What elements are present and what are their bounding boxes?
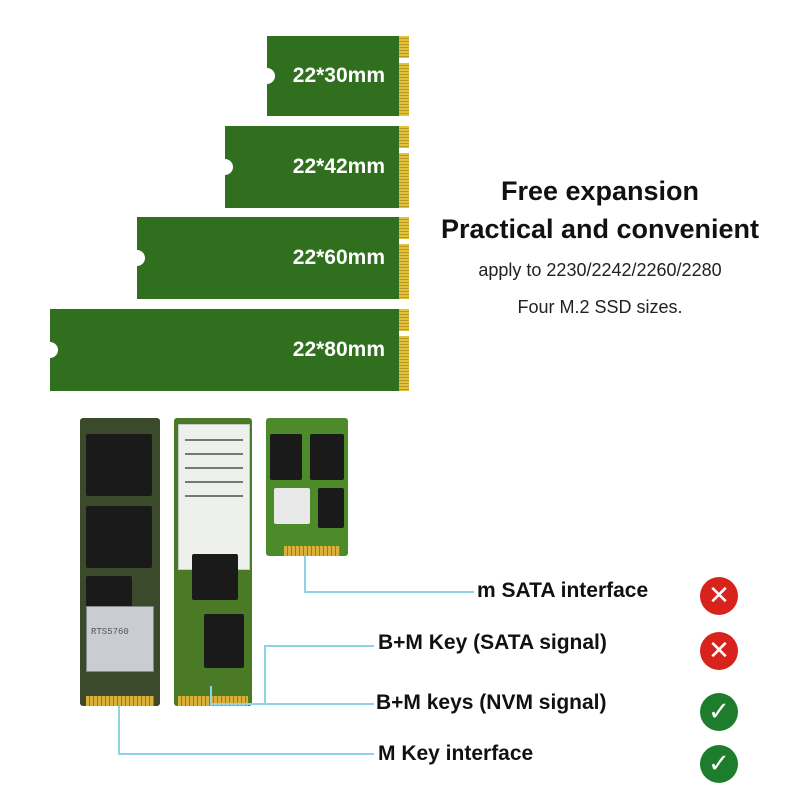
controller-chip [192,554,238,600]
mounting-notch [129,250,145,266]
size-card-2242: 22*42mm [217,126,409,208]
callout-line-bm-sata [264,645,374,647]
interface-label-bm-nvm: B+M keys (NVM signal) [376,691,607,714]
size-card-2280: 22*80mm [42,309,409,391]
callout-line-msata [304,591,474,593]
callout-line-m-key [118,706,120,754]
mounting-notch [217,159,233,175]
nand-chip [86,506,152,568]
callout-line-bm-nvm [210,703,374,705]
subtext-sizes: apply to 2230/2242/2260/2280 [478,260,722,280]
gold-fingers [399,126,409,208]
size-label: 22*30mm [292,64,385,87]
controller-chip [274,488,310,524]
size-card-2260: 22*60mm [129,217,409,299]
subtext-note: Four M.2 SSD sizes. [517,297,683,317]
nand-chip [318,488,344,528]
mounting-notch [259,68,275,84]
ssd-m-key-2280: RTS5760 [80,418,160,706]
check-icon: ✓ [700,693,738,731]
callout-line-bm-nvm [210,686,212,704]
nand-chip [86,434,152,496]
size-label: 22*60mm [292,246,385,269]
gold-fingers [178,696,248,706]
interface-label-bm-sata: B+M Key (SATA signal) [378,631,607,654]
ssd-bm-key-2280 [174,418,252,706]
x-icon: ✕ [700,577,738,615]
callout-line-bm-sata [264,645,266,703]
check-icon: ✓ [700,745,738,783]
gold-fingers [399,217,409,299]
mounting-notch [42,342,58,358]
size-label: 22*80mm [292,338,385,361]
headline-line1: Free expansion [500,176,700,206]
gold-fingers [284,546,340,556]
headline-line2: Practical and convenient [440,214,760,244]
gold-fingers [399,36,409,116]
callout-line-m-key [118,753,374,755]
product-label [178,424,250,570]
callout-line-msata [304,556,306,592]
gold-fingers [399,309,409,391]
size-label: 22*42mm [292,155,385,178]
interface-label-m-key: M Key interface [378,742,534,765]
size-card-2230: 22*30mm [259,36,409,116]
gold-fingers [86,696,154,706]
ssd-msata [266,418,348,556]
nand-chip [270,434,302,480]
x-icon: ✕ [700,632,738,670]
nand-chip [204,614,244,668]
nand-chip [310,434,344,480]
controller-chip: RTS5760 [86,606,154,672]
interface-label-msata: m SATA interface [477,579,649,602]
